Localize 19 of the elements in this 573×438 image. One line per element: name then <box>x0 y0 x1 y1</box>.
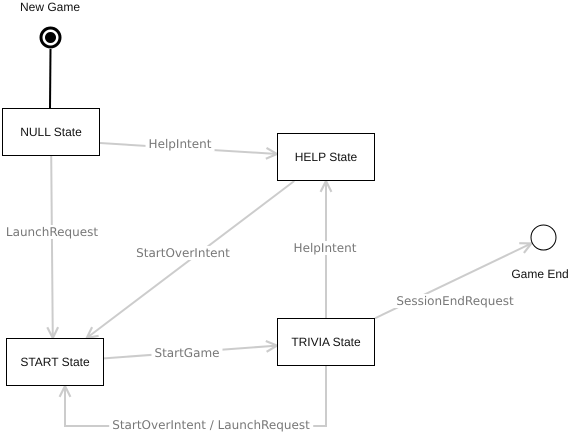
connector-line <box>49 49 52 108</box>
state-name: START State <box>20 355 90 369</box>
transition-arrow <box>86 180 295 340</box>
state-caption: New Game <box>20 0 80 14</box>
transition-arrow <box>46 156 60 340</box>
state-box <box>277 133 375 181</box>
state-name: NULL State <box>20 125 82 139</box>
edge-label: StartOverIntent / LaunchRequest <box>109 418 313 432</box>
edge-label: HelpIntent <box>146 137 214 151</box>
state-box <box>2 108 100 156</box>
initial-state-icon <box>39 26 62 49</box>
final-state-circle <box>530 224 557 251</box>
state-name: HELP State <box>294 150 358 164</box>
state-name: TRIVIA State <box>291 335 361 349</box>
transition-arrow <box>320 180 332 318</box>
state-box <box>6 338 104 386</box>
state-caption: Game End <box>511 267 569 281</box>
state-box <box>277 318 375 366</box>
edge-label: StartGame <box>151 346 223 360</box>
